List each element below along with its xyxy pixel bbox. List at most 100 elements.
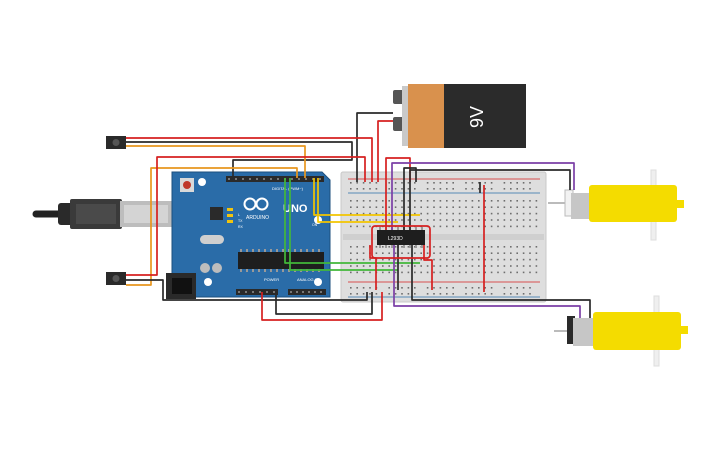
dc-motor-bottom[interactable] xyxy=(554,295,688,367)
rail-hole xyxy=(439,188,442,190)
terminal-hole xyxy=(433,258,435,261)
header-pin xyxy=(305,178,307,180)
terminal-hole xyxy=(369,212,371,215)
terminal-hole xyxy=(522,271,525,274)
terminal-hole xyxy=(375,200,378,202)
terminal-hole xyxy=(458,212,461,215)
terminal-hole xyxy=(439,206,442,208)
terminal-hole xyxy=(356,258,358,261)
terminal-hole xyxy=(394,271,397,274)
terminal-hole xyxy=(426,265,429,267)
rail-hole xyxy=(369,293,371,295)
terminal-hole xyxy=(458,225,461,228)
rail-hole xyxy=(426,188,429,190)
chip-pin xyxy=(246,269,248,272)
rail-hole xyxy=(465,287,467,289)
wire-battery-negative xyxy=(356,112,393,182)
terminal-hole xyxy=(362,265,365,267)
terminal-hole xyxy=(490,206,493,208)
terminal-hole xyxy=(522,219,525,221)
terminal-hole xyxy=(465,206,467,208)
chip-pin xyxy=(240,269,242,272)
digital-header[interactable] xyxy=(226,176,324,182)
terminal-hole xyxy=(407,265,410,267)
arduino-uno-board[interactable]: ARDUINO UNO DIGITAL (PWM~) L TX RX ON PO… xyxy=(32,171,331,299)
ir-sensor-top[interactable] xyxy=(106,136,126,149)
wire-ir-bottom-signal xyxy=(126,167,298,286)
chip-pin xyxy=(270,269,272,272)
terminal-hole xyxy=(426,219,429,221)
terminal-hole xyxy=(375,252,378,254)
terminal-hole xyxy=(490,271,493,274)
terminal-hole xyxy=(350,252,352,254)
terminal-hole xyxy=(382,265,384,267)
terminal-hole xyxy=(458,246,461,248)
terminal-hole xyxy=(452,258,454,261)
terminal-hole xyxy=(446,271,448,274)
rail-hole xyxy=(529,293,531,295)
terminal-hole xyxy=(510,265,512,267)
terminal-hole xyxy=(414,265,416,267)
terminal-hole xyxy=(439,271,442,274)
terminal-hole xyxy=(458,200,461,202)
terminal-hole xyxy=(510,212,512,215)
terminal-hole xyxy=(503,246,506,248)
header-pin xyxy=(320,291,322,293)
battery-9v[interactable]: 9V xyxy=(393,84,526,148)
terminal-hole xyxy=(516,206,518,208)
chip-pin xyxy=(312,249,314,252)
terminal-hole xyxy=(382,212,384,215)
rail-hole xyxy=(401,287,403,289)
l293d-driver-chip[interactable]: L293D xyxy=(377,227,425,248)
terminal-hole xyxy=(356,219,358,221)
wire-driver-gnd-top xyxy=(403,167,417,230)
chip-pin xyxy=(276,249,278,252)
terminal-hole xyxy=(401,246,403,248)
terminal-hole xyxy=(510,258,512,261)
terminal-hole xyxy=(522,246,525,248)
terminal-hole xyxy=(439,225,442,228)
terminal-hole xyxy=(446,258,448,261)
rail-hole xyxy=(388,293,390,295)
rail-hole xyxy=(503,188,506,190)
terminal-hole xyxy=(407,219,410,221)
wire-arduino-gnd xyxy=(275,292,373,315)
terminal-hole xyxy=(471,212,474,215)
chip-pin xyxy=(252,249,254,252)
terminal-hole xyxy=(497,212,499,215)
terminal-hole xyxy=(382,200,384,202)
terminal-hole xyxy=(369,219,371,221)
terminal-hole xyxy=(362,225,365,228)
rail-hole xyxy=(452,287,454,289)
chip-pin xyxy=(258,249,260,252)
dc-motor-top[interactable] xyxy=(548,169,684,241)
analog-header[interactable] xyxy=(288,289,326,295)
rail-hole xyxy=(394,182,397,184)
wire-motor-top-purple xyxy=(391,162,575,230)
terminal-hole xyxy=(407,258,410,261)
terminal-hole xyxy=(388,219,390,221)
terminal-hole xyxy=(484,225,486,228)
terminal-hole xyxy=(529,252,531,254)
terminal-hole xyxy=(478,219,480,221)
rail-hole xyxy=(401,188,403,190)
battery-label: 9V xyxy=(467,106,487,128)
ir-sensor-bottom[interactable] xyxy=(106,272,126,285)
atmega-chip xyxy=(238,252,324,269)
terminal-hole xyxy=(522,206,525,208)
terminal-hole xyxy=(414,258,416,261)
terminal-hole xyxy=(458,265,461,267)
rail-hole xyxy=(350,293,352,295)
terminal-hole xyxy=(484,252,486,254)
power-header[interactable] xyxy=(236,289,278,295)
terminal-hole xyxy=(394,206,397,208)
rail-hole xyxy=(478,287,480,289)
terminal-hole xyxy=(503,206,506,208)
rail-hole xyxy=(362,293,365,295)
rail-hole xyxy=(388,188,390,190)
wire-green-2 xyxy=(289,178,398,271)
terminal-hole xyxy=(516,258,518,261)
terminal-hole xyxy=(529,258,531,261)
terminal-hole xyxy=(497,206,499,208)
terminal-hole xyxy=(465,225,467,228)
